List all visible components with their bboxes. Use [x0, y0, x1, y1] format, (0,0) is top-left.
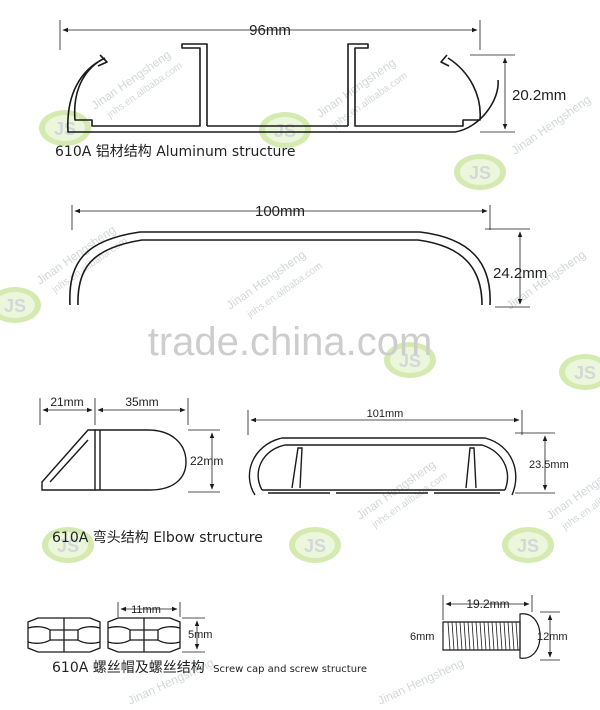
watermark-logo: JS — [42, 527, 94, 563]
label-end-height-23-5: 23.5mm — [529, 459, 569, 471]
dimension-11mm: 11mm — [117, 602, 181, 617]
svg-text:JS: JS — [304, 536, 326, 556]
watermark-logo: JS — [502, 527, 554, 563]
end-inner — [257, 444, 509, 491]
dimension-100mm: 100mm — [71, 203, 491, 230]
profile-inner-left — [73, 61, 201, 127]
dimension-19-2mm: 19.2mm — [442, 595, 533, 620]
watermark-logo: JS — [0, 287, 41, 323]
dimension-6mm: 6mm — [410, 631, 434, 643]
watermark-logo: JS — [289, 527, 341, 563]
profile-lip-right — [440, 54, 450, 67]
dimension-21mm: 21mm — [39, 395, 96, 425]
caption-screw-sub: Screw cap and screw structure — [213, 664, 367, 675]
watermark-logo: JS — [39, 110, 91, 146]
nut-left — [27, 617, 101, 653]
dimension-24-2mm: 24.2mm — [485, 228, 547, 308]
elbow-wedge-line — [49, 439, 89, 483]
nut-right — [107, 617, 181, 653]
watermark-logo: JS — [454, 154, 506, 190]
profile-rib-right — [347, 43, 369, 126]
watermark-logo: JS — [559, 354, 600, 390]
caption-screw-main: 610A 螺丝帽及螺丝结构 — [52, 660, 205, 676]
elbow-side-drawing — [41, 429, 187, 491]
bolt-drawing — [442, 613, 541, 659]
label-width-100: 100mm — [255, 203, 305, 220]
label-nut-width-11: 11mm — [131, 604, 161, 616]
end-outer — [248, 437, 517, 496]
label-bolt-thread-6: 6mm — [410, 631, 434, 643]
svg-text:JS: JS — [4, 296, 26, 316]
dimension-5mm: 5mm — [182, 617, 212, 653]
watermark-logo: JS — [259, 112, 311, 148]
elbow-body — [95, 429, 187, 491]
bolt-head — [519, 613, 541, 659]
cover-drawing — [69, 231, 491, 306]
dimension-96mm: 96mm — [59, 20, 481, 50]
svg-text:JS: JS — [574, 363, 596, 383]
watermark-center-text: trade.china.com — [148, 320, 433, 364]
profile-rib-left — [181, 43, 208, 126]
dimension-35mm: 35mm — [97, 395, 189, 425]
elbow-wedge — [41, 429, 96, 491]
dimension-12mm: 12mm — [537, 611, 568, 661]
profile-lip-left — [97, 54, 108, 67]
label-depth-21: 21mm — [50, 395, 83, 409]
dimension-101mm: 101mm — [247, 408, 523, 435]
label-bolt-length-19-2: 19.2mm — [466, 597, 509, 611]
cover-outer-arc — [69, 231, 491, 306]
svg-text:JS: JS — [274, 121, 296, 141]
label-nut-height-5: 5mm — [188, 629, 212, 641]
dimension-22mm: 22mm — [188, 429, 223, 493]
nut-drawing — [27, 617, 181, 653]
svg-text:JS: JS — [54, 119, 76, 139]
label-height-20-2: 20.2mm — [512, 87, 566, 104]
label-height-24-2: 24.2mm — [493, 265, 547, 282]
profile-inner-right — [354, 57, 481, 127]
watermark-company: Jinan Hengsheng — [375, 656, 466, 708]
caption-screw: 610A 螺丝帽及螺丝结构 Screw cap and screw struct… — [52, 660, 367, 676]
svg-text:JS: JS — [57, 536, 79, 556]
end-rib-left — [291, 447, 303, 489]
label-body-35: 35mm — [125, 395, 158, 409]
svg-text:JS: JS — [399, 351, 421, 371]
svg-text:JS: JS — [517, 536, 539, 556]
label-height-22: 22mm — [190, 454, 223, 468]
elbow-end-drawing — [248, 437, 517, 496]
label-end-width-101: 101mm — [367, 408, 404, 420]
aluminum-profile-drawing — [67, 43, 499, 133]
watermark-logo: JS — [384, 342, 436, 378]
cover-inner-arc — [77, 239, 483, 306]
dimension-20-2mm: 20.2mm — [470, 54, 566, 133]
caption-aluminum: 610A 铝材结构 Aluminum structure — [55, 144, 295, 160]
bolt-thread-lines — [447, 621, 519, 651]
label-bolt-head-12: 12mm — [537, 631, 568, 643]
caption-elbow: 610A 弯头结构 Elbow structure — [52, 529, 263, 546]
svg-text:JS: JS — [469, 163, 491, 183]
profile-outline-outer — [67, 57, 499, 133]
end-rib-right — [465, 447, 477, 489]
label-width-96: 96mm — [249, 22, 291, 39]
dimension-23-5mm: 23.5mm — [515, 432, 569, 494]
